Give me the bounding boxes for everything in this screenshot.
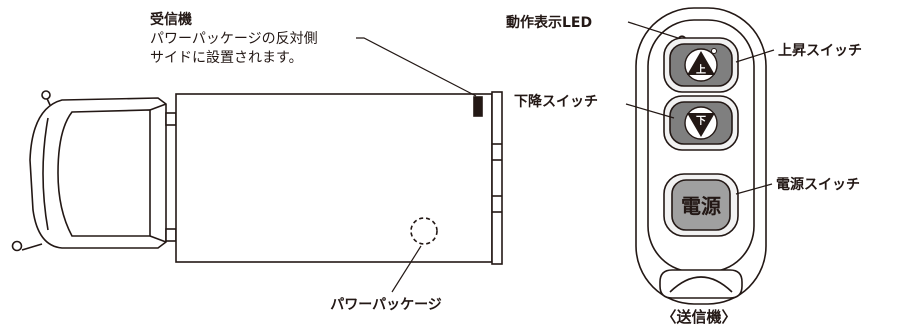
down-callout-line: [625, 103, 675, 119]
power-button[interactable]: 電源: [671, 179, 731, 231]
truck-mirror-top: [41, 90, 51, 106]
led-callout-line: [627, 21, 679, 39]
up-button[interactable]: 上: [669, 43, 733, 87]
receiver-note-line1: パワーパッケージの反対側: [150, 31, 318, 47]
power-switch-label: 電源スイッチ: [776, 176, 860, 193]
up-callout-line: [735, 49, 775, 63]
truck-mirror-bottom: [11, 240, 43, 252]
up-button-glyph: 上: [696, 63, 706, 76]
receiver-title: 受信機: [150, 11, 192, 28]
truck-illustration: [11, 90, 503, 265]
truck-windshield: [42, 117, 49, 231]
down-button[interactable]: 下: [669, 101, 733, 145]
transmitter-caption: 〈送信機〉: [661, 308, 736, 326]
power-package-label: パワーパッケージ: [330, 297, 442, 313]
truck-tailgate: [491, 91, 503, 265]
truck-connector-bottom: [165, 228, 177, 242]
led-label: 動作表示LED: [506, 14, 592, 31]
down-switch-label: 下降スイッチ: [514, 93, 598, 110]
down-button-glyph: 下: [696, 115, 706, 127]
transmitter-strap-slot: [659, 269, 743, 299]
receiver-unit: [473, 96, 483, 117]
receiver-callout-line: [356, 37, 477, 97]
up-switch-label: 上昇スイッチ: [778, 43, 862, 59]
power-callout-line: [735, 183, 773, 195]
truck-connector-top: [165, 112, 177, 126]
down-triangle-icon: [687, 113, 715, 137]
transmitter-slot-curve: [669, 276, 733, 293]
power-package-callout-line: [391, 245, 422, 293]
truck-cab: [29, 97, 167, 249]
up-led-dot: [711, 48, 717, 54]
power-button-face[interactable]: [671, 179, 731, 231]
truck-cab-roof: [57, 109, 151, 237]
up-triangle-icon: [687, 51, 715, 75]
truck-cab-edge-bottom: [149, 235, 167, 243]
power-package-marker: [410, 217, 438, 245]
truck-cargo-body: [175, 93, 493, 263]
truck-cab-edge-top: [149, 103, 167, 111]
power-button-glyph: 電源: [681, 194, 721, 218]
receiver-note-line2: サイドに設置されます。: [150, 50, 303, 66]
